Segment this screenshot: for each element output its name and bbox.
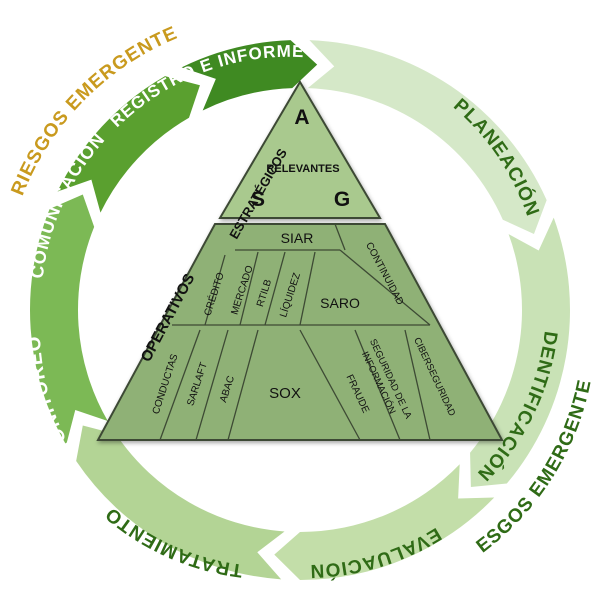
segment-planeacion	[307, 40, 547, 234]
sox-label: SOX	[269, 385, 301, 402]
relevantes-label: RELEVANTES	[266, 163, 339, 175]
segment-monitoreo	[29, 194, 108, 445]
siar-label: SIAR	[281, 230, 314, 246]
cycle-ring	[29, 40, 570, 580]
saro-label: SARO	[320, 295, 360, 311]
letter-s: S	[251, 188, 265, 211]
letter-a: A	[294, 106, 309, 129]
pyramid-top-strategic	[218, 80, 382, 219]
pyramid-bottom-operational	[96, 223, 504, 441]
segment-comunicacion	[57, 76, 200, 213]
segment-evaluacion	[274, 464, 495, 580]
pyramid-dividers	[159, 223, 431, 441]
segment-registro	[181, 40, 318, 111]
segment-tratamiento	[76, 425, 285, 580]
segment-identificacion	[470, 217, 570, 487]
risk-pyramid	[96, 80, 504, 441]
letter-g: G	[334, 188, 350, 211]
